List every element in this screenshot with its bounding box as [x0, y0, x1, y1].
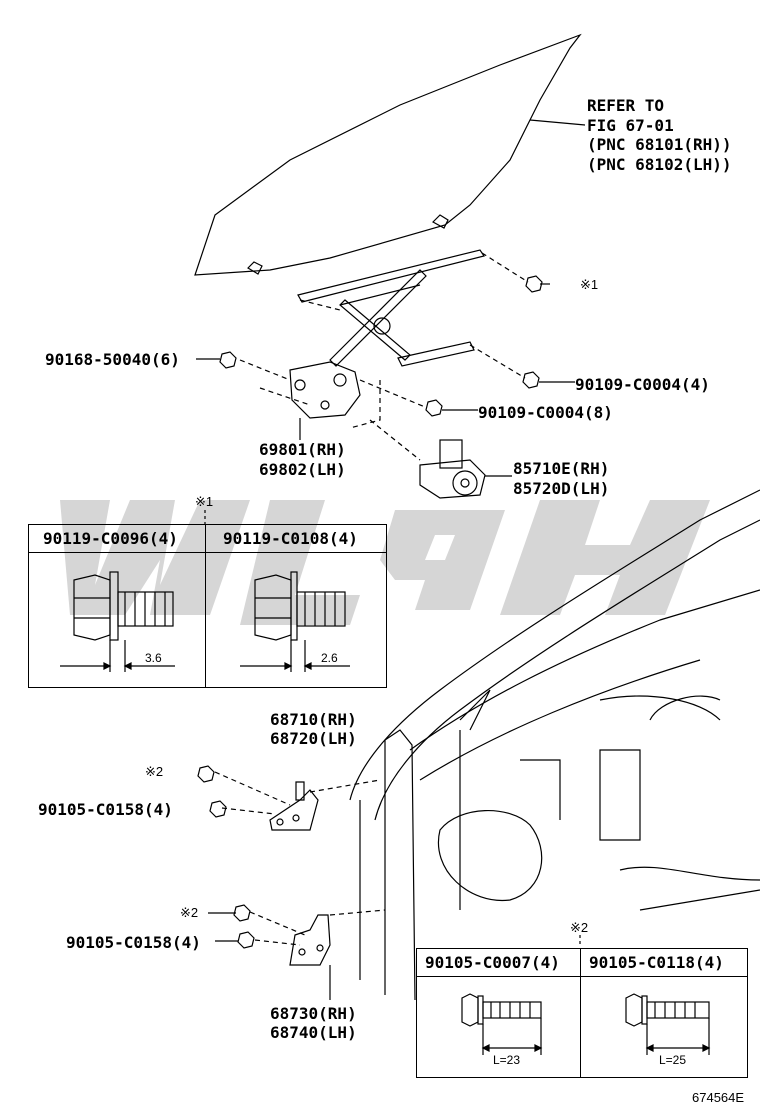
regulator-plate: [289, 361, 361, 419]
table1-col1-dim: 3.6: [145, 651, 162, 665]
bolt-spec-table-2: 90105-C0007(4) 90105-C0118(4) L=23 L=25: [416, 948, 748, 1078]
refer-line-2: FIG 67-01: [587, 116, 674, 135]
door-glass: [194, 33, 582, 276]
bolt-icon: [197, 765, 215, 783]
table2-col1-header: 90105-C0007(4): [425, 953, 560, 972]
bolt-label-upper-hinge: 90105-C0158(4): [38, 800, 173, 819]
window-motor: [419, 439, 486, 499]
refer-line-4: (PNC 68102(LH)): [587, 155, 732, 174]
door-frame: [349, 489, 760, 1001]
glass-clip: [432, 214, 449, 229]
upper-hinge-label-rh: 68710(RH): [270, 710, 357, 729]
regulator-lower-rail: [397, 341, 475, 367]
bolt-label-90168: 90168-50040(6): [45, 350, 180, 369]
table-header-row: [29, 525, 386, 553]
lower-hinge-label-lh: 68740(LH): [270, 1023, 357, 1042]
table-header-row: [417, 949, 747, 977]
mark-2-lower: ※2: [180, 905, 199, 920]
regulator-arm: [339, 299, 411, 361]
bolt-drawing-c0096: [60, 571, 175, 672]
table2-col2-dim: L=25: [659, 1053, 687, 1067]
bolt-drawing-c0007: [461, 993, 543, 1055]
table-divider: [205, 525, 206, 687]
bolt-label-90109-b: 90109-C0004(8): [478, 403, 613, 422]
bolt-icon: [237, 931, 255, 949]
mark-2-upper: ※2: [145, 764, 164, 779]
bolt-icon: [525, 275, 550, 293]
refer-line-1: REFER TO: [587, 96, 665, 115]
watermark-logo: [60, 500, 710, 625]
bolt-drawing-c0118: [625, 993, 711, 1055]
regulator-label-lh: 69802(LH): [259, 460, 346, 479]
bolt-icon: [233, 904, 251, 922]
bolt-icon: [425, 399, 478, 417]
regulator-label-rh: 69801(RH): [259, 440, 346, 459]
refer-line-3: (PNC 68101(RH)): [587, 135, 732, 154]
lower-hinge: [289, 914, 331, 966]
mark-2-table: ※2: [570, 920, 589, 935]
bolt-icon: [209, 800, 227, 818]
mark-1-top: ※1: [580, 277, 599, 292]
table1-col2-header: 90119-C0108(4): [223, 529, 358, 548]
figure-reference-code: 674564E: [692, 1090, 745, 1105]
motor-label-lh: 85720D(LH): [513, 479, 610, 498]
bolt-label-90109-a: 90109-C0004(4): [575, 375, 710, 394]
bolt-drawing-c0108: [240, 571, 350, 672]
motor-label-rh: 85710E(RH): [513, 459, 610, 478]
upper-hinge-label-lh: 68720(LH): [270, 729, 357, 748]
bolt-icon: [522, 371, 575, 389]
bolt-label-lower-hinge: 90105-C0158(4): [66, 933, 201, 952]
bolt-icon: [196, 351, 237, 369]
regulator-upper-rail: [297, 249, 485, 303]
lower-hinge-label-rh: 68730(RH): [270, 1004, 357, 1023]
regulator-arm: [329, 269, 427, 367]
upper-hinge: [269, 781, 319, 831]
table-divider: [580, 949, 581, 1077]
table1-col2-dim: 2.6: [321, 651, 338, 665]
mark-1-table: ※1: [195, 494, 214, 509]
glass-clip: [247, 261, 263, 275]
table2-col1-dim: L=23: [493, 1053, 521, 1067]
table2-col2-header: 90105-C0118(4): [589, 953, 724, 972]
table1-col1-header: 90119-C0096(4): [43, 529, 178, 548]
bolt-spec-table-1: 90119-C0096(4) 90119-C0108(4) 3.6 2.6: [28, 524, 387, 688]
